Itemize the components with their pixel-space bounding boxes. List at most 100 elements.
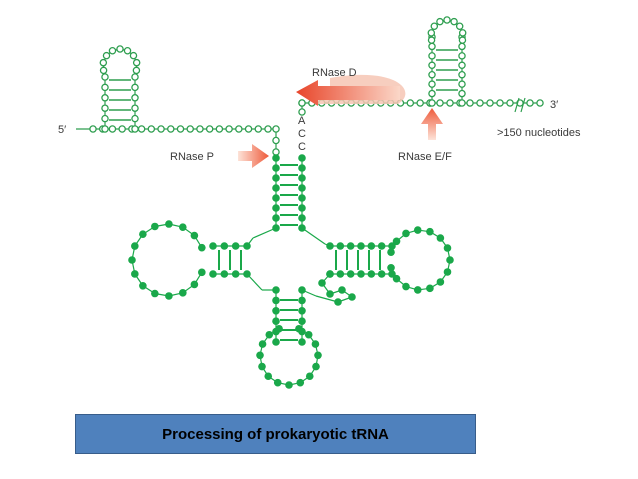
precursor-nucleotide [458,52,466,60]
precursor-nucleotide [406,99,415,107]
precursor-nucleotide [129,51,138,60]
acceptor-c2-label: C [298,141,306,153]
precursor-nucleotide [254,125,263,133]
precursor-nucleotide [123,47,132,55]
precursor-nucleotide [244,125,253,133]
mature-nucleotide [426,284,434,293]
mature-nucleotide [272,296,280,305]
precursor-nucleotide [427,29,436,37]
mature-nucleotide [298,338,306,346]
mature-nucleotide [265,330,274,339]
precursor-nucleotide [147,125,156,133]
mature-nucleotide [272,307,280,315]
mature-nucleotide [402,282,410,291]
strand-break-mark [514,97,526,113]
mature-nucleotide [377,270,386,278]
precursor-nucleotide [428,80,436,88]
mature-nucleotide [165,292,173,300]
precursor-nucleotide [428,42,436,51]
mature-nucleotide [443,244,452,252]
mature-nucleotide [285,381,293,389]
mature-nucleotide [272,317,280,326]
precursor-nucleotide [458,29,467,37]
precursor-nucleotide [428,61,436,70]
mature-nucleotide [367,270,376,278]
precursor-nucleotide [131,114,139,123]
mature-nucleotide [258,362,266,371]
precursor-nucleotide [476,99,484,107]
precursor-nucleotide [458,89,466,98]
mature-nucleotide [346,242,355,250]
precursor-nucleotide [458,36,467,44]
mature-nucleotide [298,174,306,182]
mature-nucleotide [348,293,356,301]
mature-nucleotide [272,214,280,222]
mature-nucleotide [413,226,422,234]
mature-nucleotide [295,324,303,333]
precursor-nucleotide [101,104,109,112]
mature-nucleotide [273,378,282,387]
three-prime-label: 3′ [550,99,558,111]
precursor-nucleotide [205,125,214,133]
mature-nucleotide [256,351,264,360]
mature-nucleotide [151,289,159,298]
precursor-nucleotide [215,125,224,133]
mature-nucleotide [346,270,355,278]
precursor-nucleotide [131,94,139,102]
mature-nucleotide [179,223,187,231]
precursor-nucleotide [225,125,233,133]
mature-nucleotide [209,270,217,278]
mature-nucleotide [336,242,345,250]
backbone-segment [315,295,339,303]
mature-nucleotide [436,278,445,286]
five-prime-label: 5′ [58,124,66,136]
precursor-nucleotide [443,16,451,24]
mature-nucleotide [298,184,306,192]
rnase-d-arrow [296,74,406,106]
mature-nucleotide [387,263,395,272]
precursor-nucleotide [458,70,466,79]
precursor-nucleotide [108,47,117,55]
precursor-nucleotide [272,125,280,133]
mature-nucleotide [338,286,346,294]
mature-nucleotide [179,289,187,297]
precursor-nucleotide [272,136,280,145]
precursor-nucleotide [101,94,109,102]
mature-nucleotide [304,330,313,339]
mature-nucleotide [311,340,320,348]
precursor-nucleotide [264,125,272,133]
precursor-nucleotide [235,125,243,133]
precursor-nucleotide [102,51,111,60]
precursor-nucleotide [101,114,109,123]
rnase-p-label: RNase P [170,151,214,163]
precursor-nucleotide [118,125,126,133]
precursor-nucleotide [450,17,458,26]
mature-nucleotide [436,234,445,242]
mature-nucleotide [298,296,306,305]
precursor-nucleotide [486,99,494,107]
mature-nucleotide [131,242,139,250]
mature-nucleotide [139,230,147,239]
backbone-segment [252,227,277,239]
mature-nucleotide [298,214,306,222]
mature-nucleotide [357,242,365,250]
precursor-nucleotide [196,125,204,133]
precursor-nucleotide [167,125,175,133]
mature-nucleotide [198,243,206,252]
backbone-segment [301,227,326,245]
mature-nucleotide [139,281,147,290]
rnase-p-arrow [238,144,269,168]
mature-nucleotide [165,220,173,228]
precursor-nucleotide [132,58,141,67]
precursor-nucleotide [506,99,514,107]
mature-nucleotide [388,270,396,278]
backbone-lines [76,19,540,386]
mature-nucleotide [298,286,306,294]
rnase-d-label: RNase D [312,67,357,79]
mature-nucleotide [190,231,199,240]
mature-nucleotide [298,204,306,212]
mature-nucleotide [443,268,452,276]
precursor-nucleotide [132,66,141,75]
mature-nucleotide [258,340,267,348]
